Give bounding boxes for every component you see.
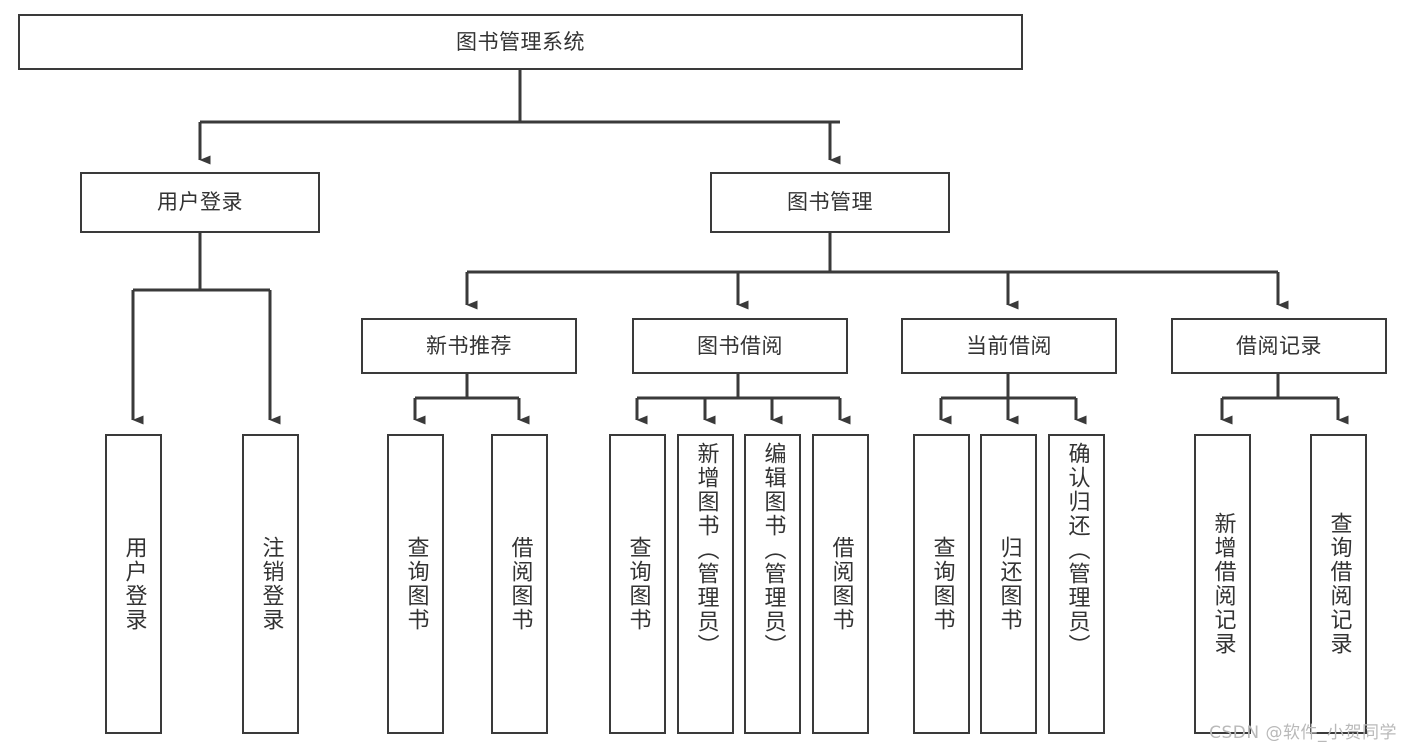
node-borrow-record-label: 借阅记录: [1236, 333, 1322, 358]
leaf-add-record[interactable]: 新增借阅记录: [1194, 434, 1251, 734]
leaf-query-record-label: 查询借阅记录: [1326, 512, 1352, 656]
node-book-manage-label: 图书管理: [787, 190, 873, 215]
leaf-user-logout[interactable]: 注销登录: [242, 434, 299, 734]
leaf-edit-book-label: 编辑图书（管理员）: [760, 442, 786, 658]
leaf-return-book-label: 归还图书: [996, 536, 1022, 632]
node-new-book-recommend[interactable]: 新书推荐: [361, 318, 577, 374]
node-current-borrow-label: 当前借阅: [966, 333, 1052, 358]
node-current-borrow[interactable]: 当前借阅: [901, 318, 1117, 374]
leaf-user-login[interactable]: 用户登录: [105, 434, 162, 734]
node-user-login-label: 用户登录: [157, 190, 243, 215]
node-root-label: 图书管理系统: [456, 29, 585, 54]
leaf-query-record[interactable]: 查询借阅记录: [1310, 434, 1367, 734]
leaf-return-book[interactable]: 归还图书: [980, 434, 1037, 734]
node-book-borrow-label: 图书借阅: [697, 333, 783, 358]
node-book-manage[interactable]: 图书管理: [710, 172, 950, 233]
leaf-borrow-book-1-label: 借阅图书: [507, 536, 533, 632]
leaf-query-book-1-label: 查询图书: [403, 536, 429, 632]
node-new-book-recommend-label: 新书推荐: [426, 333, 512, 358]
leaf-borrow-book-1[interactable]: 借阅图书: [491, 434, 548, 734]
leaf-borrow-book-2[interactable]: 借阅图书: [812, 434, 869, 734]
leaf-query-book-2-label: 查询图书: [625, 536, 651, 632]
leaf-confirm-return[interactable]: 确认归还（管理员）: [1048, 434, 1105, 734]
leaf-query-book-3[interactable]: 查询图书: [913, 434, 970, 734]
leaf-user-logout-label: 注销登录: [258, 536, 284, 632]
leaf-borrow-book-2-label: 借阅图书: [828, 536, 854, 632]
node-root[interactable]: 图书管理系统: [18, 14, 1023, 70]
leaf-user-login-label: 用户登录: [121, 536, 147, 632]
leaf-query-book-3-label: 查询图书: [929, 536, 955, 632]
leaf-confirm-return-label: 确认归还（管理员）: [1064, 442, 1090, 658]
node-user-login[interactable]: 用户登录: [80, 172, 320, 233]
csdn-watermark: CSDN @软件_小贺同学: [1209, 723, 1397, 743]
node-borrow-record[interactable]: 借阅记录: [1171, 318, 1387, 374]
leaf-add-book-label: 新增图书（管理员）: [693, 442, 719, 658]
leaf-query-book-2[interactable]: 查询图书: [609, 434, 666, 734]
leaf-add-record-label: 新增借阅记录: [1210, 512, 1236, 656]
leaf-edit-book[interactable]: 编辑图书（管理员）: [744, 434, 801, 734]
leaf-query-book-1[interactable]: 查询图书: [387, 434, 444, 734]
node-book-borrow[interactable]: 图书借阅: [632, 318, 848, 374]
leaf-add-book[interactable]: 新增图书（管理员）: [677, 434, 734, 734]
